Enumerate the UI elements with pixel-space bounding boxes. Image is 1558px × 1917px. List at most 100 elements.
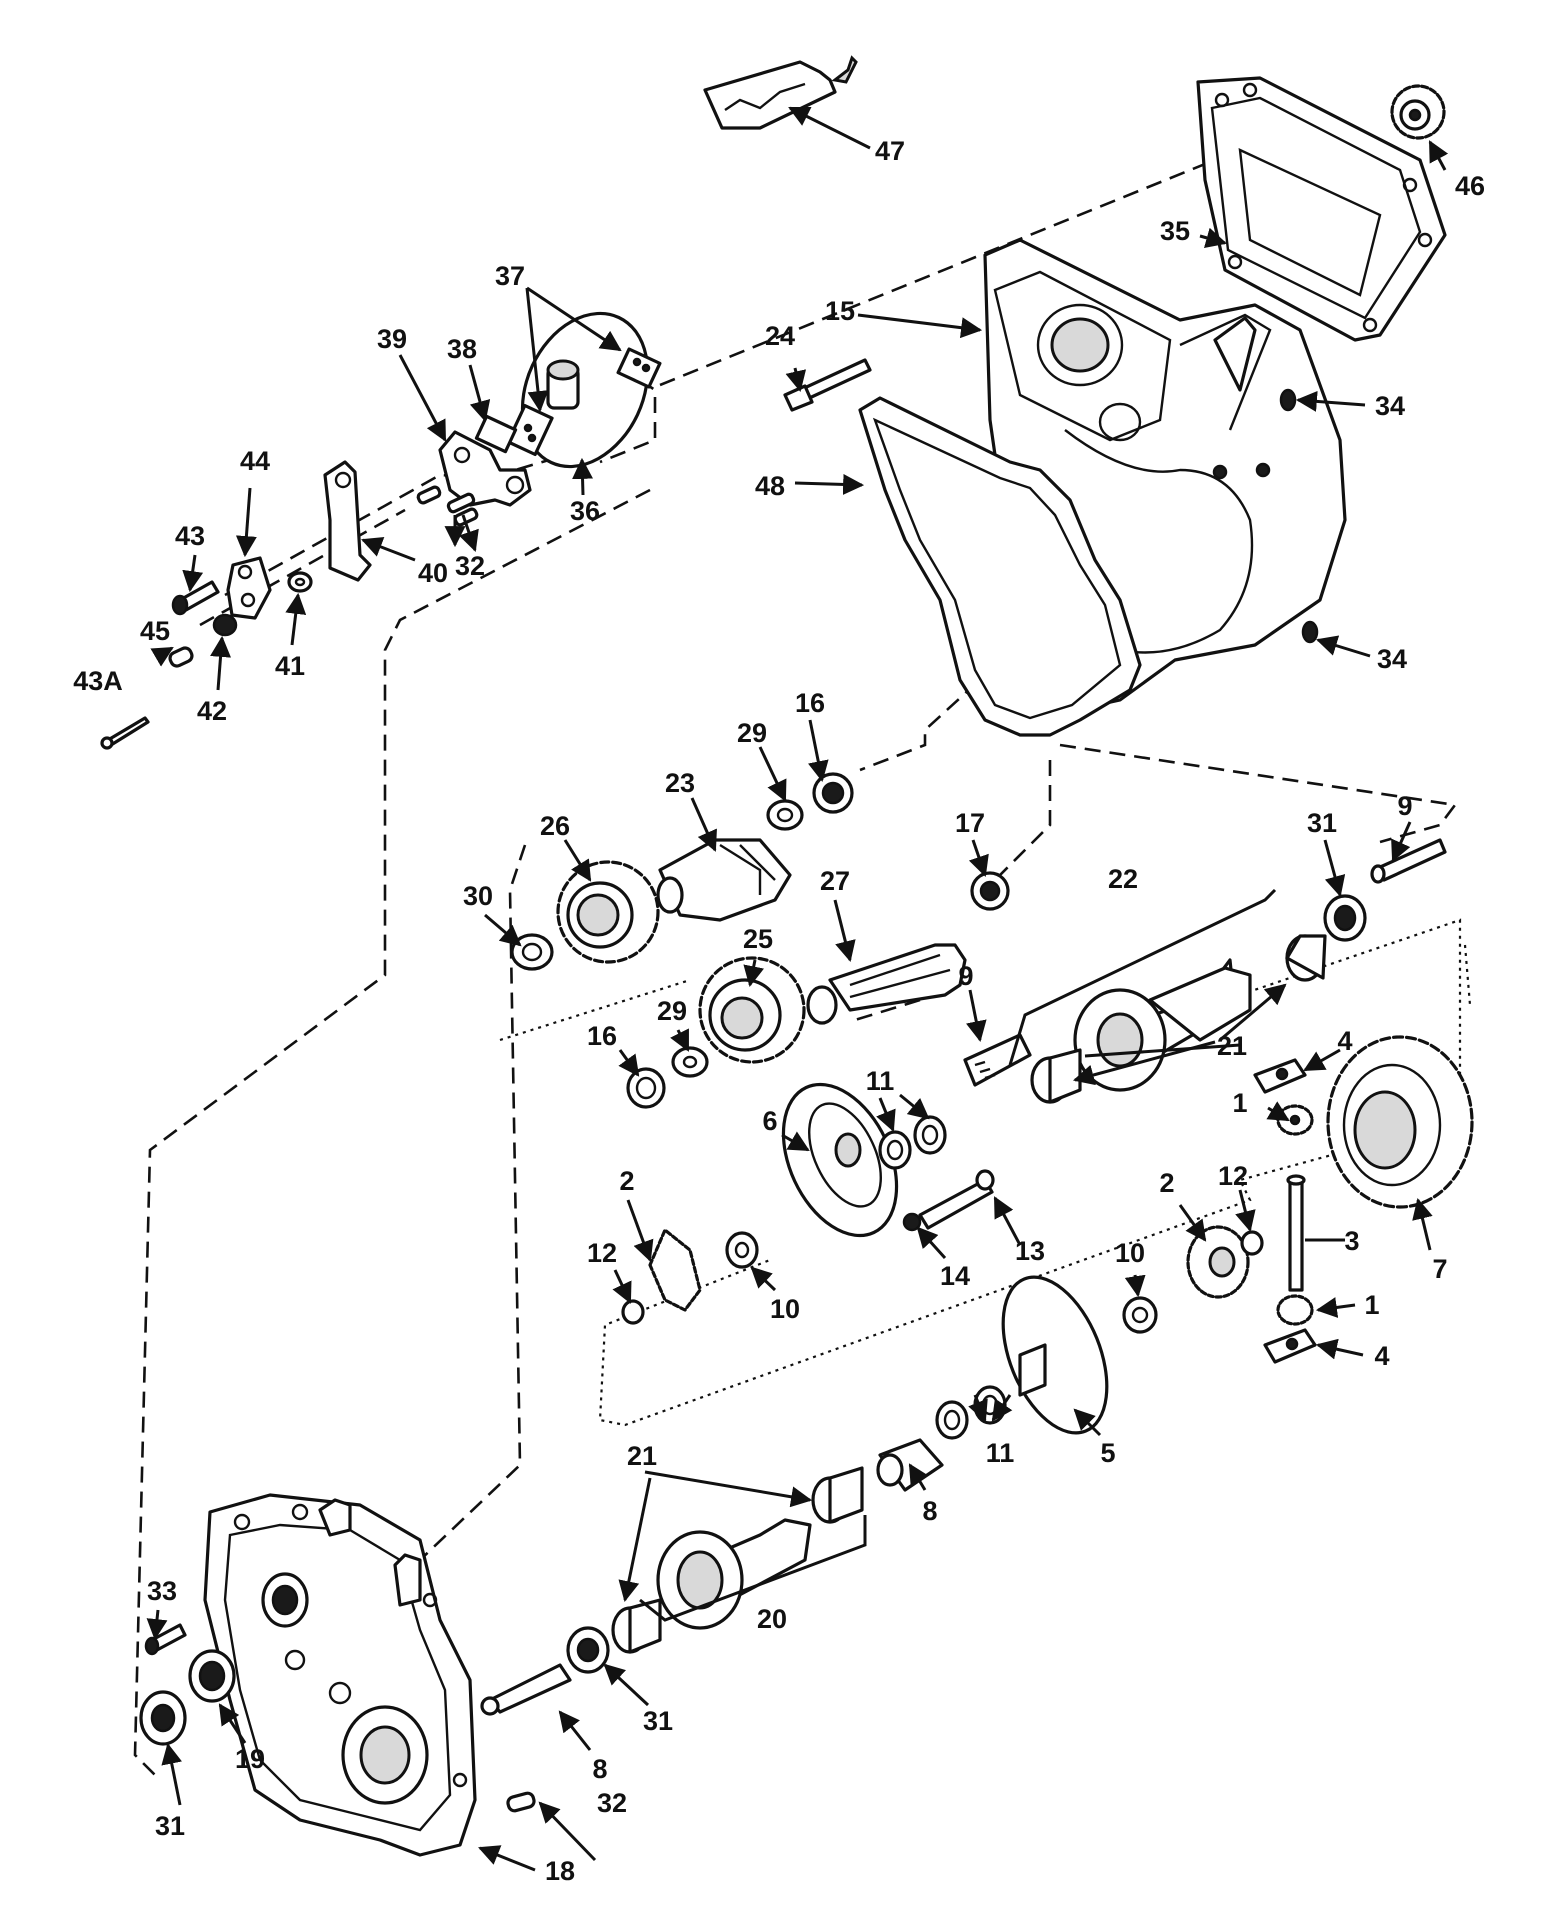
callout-11-upper: 11 (866, 1066, 895, 1096)
callout-1-lower: 1 (1364, 1290, 1379, 1320)
shaft-9-upper (1370, 838, 1447, 884)
bolt-13 (918, 1169, 995, 1230)
callout-35: 35 (1160, 216, 1190, 246)
callout-16-lower: 16 (587, 1021, 617, 1051)
callout-48: 48 (755, 471, 785, 501)
callout-8-lower: 8 (592, 1754, 607, 1784)
transmission-case-lower (203, 1493, 477, 1857)
bolt-43 (171, 580, 220, 616)
plate-44 (226, 556, 272, 620)
block-4-upper (1253, 1058, 1307, 1094)
bushing-21-upper (1285, 934, 1327, 982)
callout-40: 40 (418, 558, 448, 588)
snap-ring-12-right (1240, 1230, 1264, 1256)
bracket-40 (323, 460, 372, 582)
callout-15: 15 (825, 296, 855, 326)
callout-32-upper: 32 (455, 551, 485, 581)
callout-9-upper: 9 (1397, 791, 1412, 821)
callout-4-lower: 4 (1374, 1341, 1389, 1371)
callout-17: 17 (955, 808, 985, 838)
nut-14 (902, 1212, 922, 1232)
washer-29-lower (671, 1046, 709, 1078)
callout-3: 3 (1344, 1226, 1359, 1256)
callout-2-right: 2 (1159, 1168, 1174, 1198)
gasket (858, 396, 1142, 737)
spline-shaft-27 (806, 943, 967, 1025)
washer-11-upper-a (878, 1130, 912, 1170)
gear-25 (698, 956, 806, 1064)
callout-10-left: 10 (770, 1294, 800, 1324)
shaft-9-lower (963, 1033, 1032, 1087)
callout-42: 42 (197, 696, 227, 726)
bushing-21-lower-left (611, 1598, 662, 1654)
plug-34-lower (1301, 620, 1319, 644)
callout-29-upper: 29 (737, 718, 767, 748)
bearing-16-lower (626, 1067, 666, 1109)
callout-43a: 43A (73, 666, 123, 696)
diff-housing-5 (1001, 1275, 1109, 1435)
bevel-gear-2-right (1186, 1225, 1250, 1299)
callout-21-upper: 21 (1217, 1031, 1247, 1061)
callout-22: 22 (1108, 864, 1138, 894)
callout-34-lower: 34 (1377, 644, 1407, 674)
callout-41: 41 (275, 651, 305, 681)
bearing-31-lower (139, 1690, 187, 1746)
callout-31-left: 31 (155, 1811, 185, 1841)
callout-43: 43 (175, 521, 205, 551)
callout-44: 44 (240, 446, 270, 476)
gear-7 (1326, 1035, 1474, 1209)
callout-23: 23 (665, 768, 695, 798)
callout-9-lower: 9 (958, 961, 973, 991)
callout-7: 7 (1432, 1254, 1447, 1284)
cross-pin-3 (1286, 1174, 1306, 1292)
plug-34-upper (1279, 388, 1297, 412)
callout-20: 20 (757, 1604, 787, 1634)
bolt-33 (144, 1623, 187, 1656)
callout-16-upper: 16 (795, 688, 825, 718)
pinion-1-upper (1276, 1104, 1314, 1136)
callout-12-left: 12 (587, 1238, 617, 1268)
shaft-8-lower (480, 1663, 572, 1716)
callout-27: 27 (820, 866, 850, 896)
callout-33: 33 (147, 1576, 177, 1606)
bearing-31-upper (1323, 894, 1367, 942)
callout-24: 24 (765, 321, 795, 351)
pin-32-lower (506, 1791, 536, 1813)
callout-34-upper: 34 (1375, 391, 1405, 421)
diff-housing-6 (781, 1082, 899, 1238)
cover-plate (1196, 76, 1447, 342)
callout-13: 13 (1015, 1236, 1045, 1266)
washer-30 (510, 933, 554, 971)
shifter-plate-36 (520, 311, 650, 469)
bevel-gear-2-left (648, 1228, 702, 1312)
callout-12-right: 12 (1218, 1161, 1248, 1191)
callout-2-left: 2 (619, 1166, 634, 1196)
callout-4-upper: 4 (1337, 1026, 1352, 1056)
callout-21-lower: 21 (627, 1441, 657, 1471)
callout-8-upper: 8 (922, 1496, 937, 1526)
detent-block-37 (506, 347, 662, 457)
callout-30: 30 (463, 881, 493, 911)
leader-lines (146, 106, 1449, 1872)
callout-46: 46 (1455, 171, 1485, 201)
callout-45: 45 (140, 616, 170, 646)
bearing-19 (188, 1649, 236, 1703)
callout-38: 38 (447, 334, 477, 364)
snap-ring-12-left (621, 1299, 645, 1325)
cotter-pin-43a (100, 716, 150, 750)
gear-26 (556, 860, 660, 964)
callout-31-mid: 31 (643, 1706, 673, 1736)
callout-1-upper: 1 (1232, 1088, 1247, 1118)
callout-6: 6 (762, 1106, 777, 1136)
callout-18: 18 (545, 1856, 575, 1886)
callout-31-upper: 31 (1307, 808, 1337, 838)
callout-39: 39 (377, 324, 407, 354)
washer-11-lower-a (935, 1400, 969, 1440)
nut-42 (212, 613, 238, 637)
axle-tube-22 (1073, 958, 1252, 1092)
callouts: 1 1 2 2 3 4 4 5 6 7 8 8 9 9 10 10 11 11 … (73, 136, 1485, 1886)
gear-46 (1390, 84, 1446, 140)
shim-38 (474, 414, 518, 454)
bearing-16-upper (812, 772, 854, 814)
